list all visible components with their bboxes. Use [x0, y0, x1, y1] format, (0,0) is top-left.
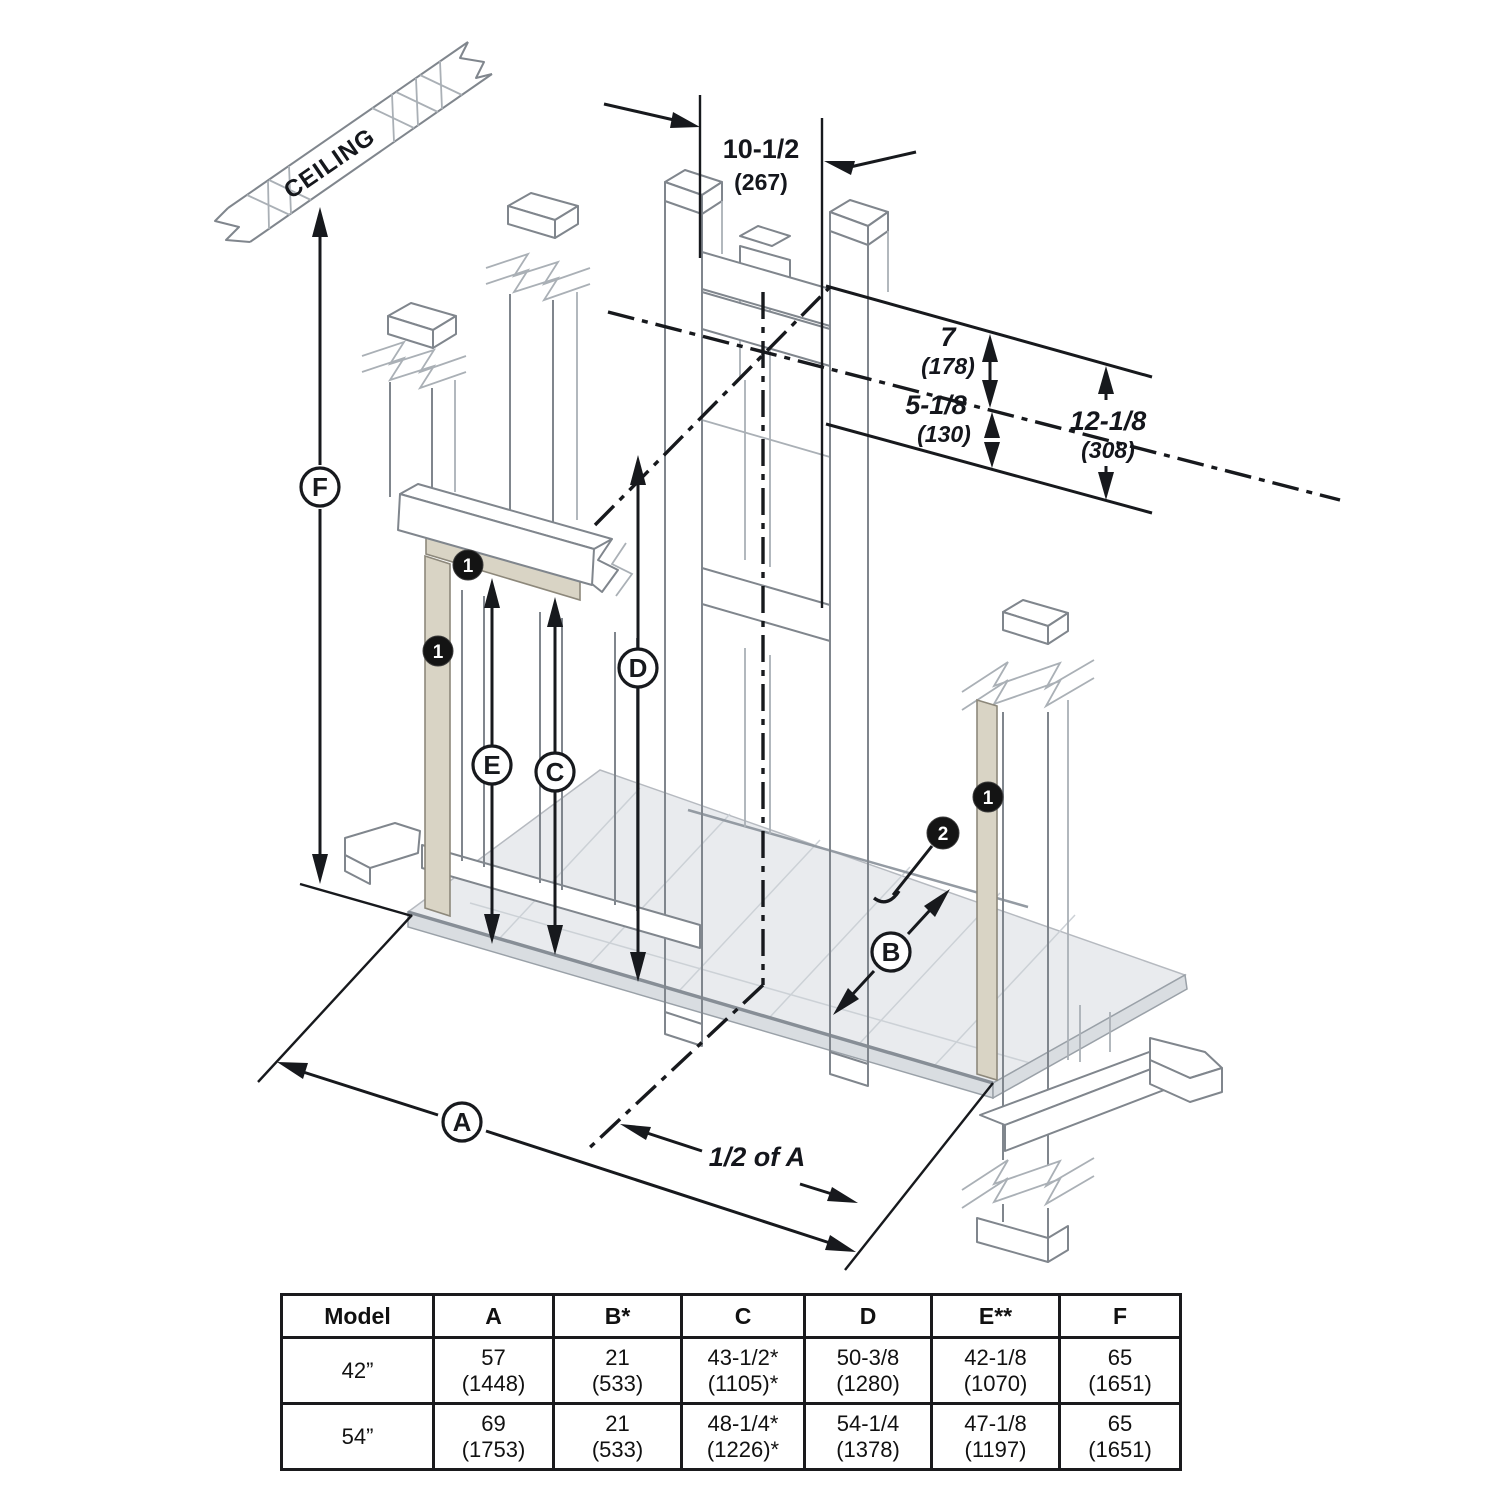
svg-text:1: 1 [433, 642, 444, 663]
svg-text:1: 1 [463, 556, 474, 577]
right-jamb-strip [976, 698, 998, 1082]
rear-left-stud [361, 302, 467, 509]
cell-b: 21(533) [552, 1402, 683, 1471]
ceiling-label: CEILING [279, 123, 380, 204]
dim-flue-offsets: 7 (178) 5-1/8 (130) 12-1/8 (308) [825, 284, 1153, 515]
framing-diagram: CEILING [214, 41, 1341, 1271]
ceiling-hatch [246, 60, 463, 230]
dim-upper-metric: (178) [921, 353, 975, 379]
platform-slab [406, 769, 1188, 1100]
label-F: F [312, 472, 328, 502]
jamb-strip [424, 554, 451, 918]
svg-text:2: 2 [938, 824, 949, 845]
dim-B: B [833, 889, 950, 1015]
col-header-f: F [1058, 1293, 1182, 1339]
callout-1-jamb: 1 [422, 635, 454, 667]
label-B: B [882, 937, 901, 967]
cell-a: 69(1753) [432, 1402, 555, 1471]
label-C: C [546, 757, 565, 787]
dim-lower-metric: (130) [917, 421, 971, 447]
cell-e: 47-1/8(1197) [930, 1402, 1061, 1471]
dim-lower-value: 5-1/8 [905, 390, 967, 420]
dim-top-width: 10-1/2 (267) [603, 95, 917, 608]
dim-top-width-metric: (267) [734, 169, 788, 195]
cell-c: 48-1/4*(1226)* [680, 1402, 806, 1471]
callout-1-right-jamb: 1 [972, 781, 1004, 813]
dim-total-metric: (308) [1081, 437, 1135, 463]
dimension-spec-table: Model A B* C D E** F 42” 57(1448) 21(533… [280, 1293, 1182, 1471]
table-row: 42” 57(1448) 21(533) 43-1/2*(1105)* 50-3… [280, 1336, 1182, 1405]
col-header-c: C [680, 1293, 806, 1339]
cell-b: 21(533) [552, 1336, 683, 1405]
callout-1-header: 1 [452, 549, 484, 581]
centerlines [583, 285, 1341, 1154]
col-header-a: A [432, 1293, 555, 1339]
dim-upper-value: 7 [940, 322, 957, 352]
cell-d: 50-3/8(1280) [803, 1336, 933, 1405]
dim-C: C [534, 597, 576, 955]
front-wall [344, 483, 701, 949]
cell-f: 65(1651) [1058, 1336, 1182, 1405]
chase-framing [664, 169, 889, 1087]
svg-text:1: 1 [983, 788, 994, 809]
cell-d: 54-1/4(1378) [803, 1402, 933, 1471]
dim-top-width-value: 10-1/2 [723, 134, 800, 164]
table-header-row: Model A B* C D E** F [280, 1293, 1182, 1339]
label-A: A [453, 1107, 472, 1137]
col-header-b: B* [552, 1293, 683, 1339]
dim-D: D [617, 455, 659, 982]
dim-E: E [471, 578, 513, 944]
callout-2-platform: 2 [872, 816, 960, 904]
label-D: D [629, 653, 648, 683]
col-header-model: Model [280, 1293, 435, 1339]
label-E: E [483, 750, 500, 780]
rear-left-stud [485, 192, 591, 533]
cell-model: 54” [280, 1402, 435, 1471]
col-header-e: E** [930, 1293, 1061, 1339]
cell-a: 57(1448) [432, 1336, 555, 1405]
cell-c: 43-1/2*(1105)* [680, 1336, 806, 1405]
table-row: 54” 69(1753) 21(533) 48-1/4*(1226)* 54-1… [280, 1402, 1182, 1471]
col-header-d: D [803, 1293, 933, 1339]
dim-half-a-label: 1/2 of A [709, 1142, 806, 1172]
cell-f: 65(1651) [1058, 1402, 1182, 1471]
dim-F: F [299, 207, 413, 918]
ceiling-joist: CEILING [214, 41, 493, 243]
dim-half-A: 1/2 of A [620, 1124, 858, 1203]
dim-total-value: 12-1/8 [1070, 406, 1147, 436]
cell-model: 42” [280, 1336, 435, 1405]
cell-e: 42-1/8(1070) [930, 1336, 1061, 1405]
dim-A: A [257, 914, 994, 1271]
